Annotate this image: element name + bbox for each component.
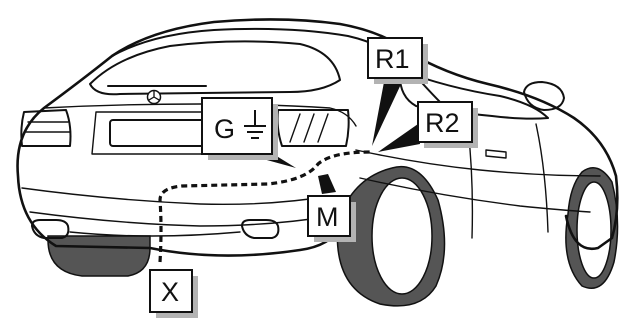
door-handle (485, 149, 507, 159)
right-tail-light-ribs (289, 113, 329, 143)
right-exhaust (241, 219, 280, 239)
wiring-route (158, 150, 371, 263)
label-g: G (214, 114, 235, 144)
mercedes-star-icon (146, 89, 162, 105)
pointer-m (318, 174, 336, 194)
callout-x: X (149, 269, 198, 318)
callout-m: M (307, 195, 356, 242)
front-right-wheel-rim (576, 181, 612, 279)
rear-left-tire (47, 235, 151, 277)
left-tail-light (20, 109, 72, 147)
rear-right-wheel-rim (371, 177, 433, 295)
left-exhaust (31, 219, 70, 239)
side-character-line (355, 149, 601, 213)
tires (47, 166, 619, 307)
rear-details (20, 85, 350, 239)
ground-symbol-icon (244, 110, 266, 139)
label-m: M (316, 202, 339, 232)
side-mirror (523, 81, 565, 111)
bumper-line (21, 187, 333, 227)
pointer-r2 (378, 124, 420, 152)
pointer-r1 (372, 82, 402, 146)
label-x: X (161, 277, 179, 307)
rear-window (89, 40, 341, 96)
label-r2: R2 (425, 108, 460, 138)
left-tail-light-ribs (25, 121, 71, 133)
callout-r1: R1 (367, 37, 428, 84)
diffuser-line (69, 231, 241, 237)
side-window (398, 69, 549, 120)
callout-r2: R2 (417, 101, 478, 148)
license-plate (109, 119, 215, 147)
label-r1: R1 (375, 44, 410, 74)
rear-door-line (465, 111, 549, 239)
callout-g: G (201, 97, 278, 160)
car-body (16, 18, 619, 257)
